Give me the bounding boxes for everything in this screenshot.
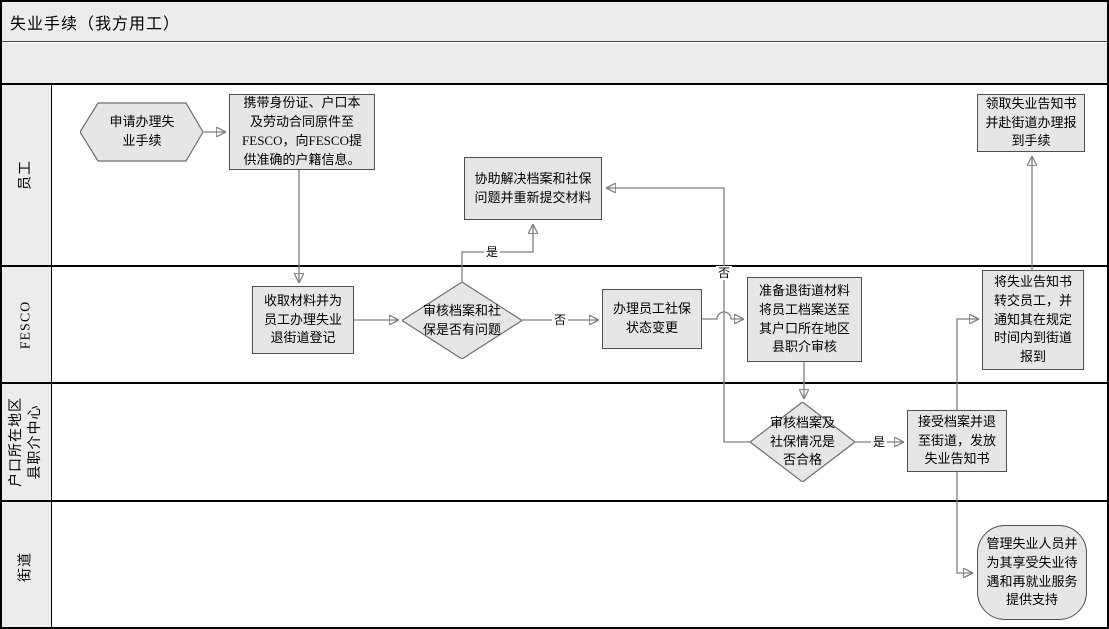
hexagon-shape	[80, 102, 204, 162]
transfer-notice-label: 将失业告知书 转交员工，并 通知其在规定 时间内到街道 报到	[993, 273, 1072, 365]
lane-header-street: 街道	[2, 502, 52, 627]
lane-fesco: FESCO	[2, 265, 1107, 382]
manage-unemployed-box: 管理失业人员并 为其享受失业待 遇和再就业服务 提供支持	[977, 525, 1087, 620]
assist-resolve-label: 协助解决档案和社保 问题并重新提交材料	[474, 170, 592, 205]
collect-materials-label: 收取材料并为 员工办理失业 退街道登记	[263, 292, 342, 346]
edge-label-no-2: 否	[716, 266, 732, 280]
social-status-box: 办理员工社保 状态变更	[602, 289, 702, 349]
accept-archive-label: 接受档案并退 至街道，发放 失业告知书	[917, 413, 996, 467]
assist-resolve-box: 协助解决档案和社保 问题并重新提交材料	[464, 157, 602, 220]
start-label: 申请办理失 业手续	[109, 114, 175, 148]
edge-label-no-1: 否	[552, 313, 568, 327]
lane-header-job-center: 户口所在地区 县职介中心	[2, 384, 52, 500]
review-qualify-label: 审核档案及 社保情况是 否合格	[769, 414, 835, 468]
edge-label-yes-1: 是	[484, 245, 500, 259]
review-issues-diamond: 审核档案和社 保是否有问题	[402, 282, 522, 359]
bring-documents-label: 携带身份证、户口本 及劳动合同原件至 FESCO，向FESCO提 供准确的户籍信…	[242, 95, 362, 167]
start-hexagon: 申请办理失 业手续	[80, 102, 204, 162]
lane-header-employee: 员工	[2, 85, 52, 265]
title-bar: 失业手续（我方用工）	[2, 2, 1107, 42]
lane-street: 街道	[2, 500, 1107, 627]
lane-header-fesco: FESCO	[2, 267, 52, 382]
accept-archive-box: 接受档案并退 至街道，发放 失业告知书	[907, 410, 1007, 472]
review-issues-label: 审核档案和社 保是否有问题	[422, 302, 501, 337]
flowchart-title: 失业手续（我方用工）	[10, 15, 181, 33]
prepare-materials-box: 准备退街道材料 将员工档案送至 其户口所在地区 县职介审核	[747, 277, 862, 362]
header-empty-band	[2, 43, 1107, 83]
receive-notice-label: 领取失业告知书 并赴街道办理报 到手续	[985, 95, 1077, 149]
receive-notice-box: 领取失业告知书 并赴街道办理报 到手续	[977, 94, 1085, 152]
transfer-notice-box: 将失业告知书 转交员工，并 通知其在规定 时间内到街道 报到	[982, 270, 1084, 370]
prepare-materials-label: 准备退街道材料 将员工档案送至 其户口所在地区 县职介审核	[758, 282, 850, 355]
diamond-shape	[750, 402, 855, 482]
edge-label-yes-2: 是	[871, 435, 887, 449]
collect-materials-box: 收取材料并为 员工办理失业 退街道登记	[252, 286, 354, 354]
bring-documents-box: 携带身份证、户口本 及劳动合同原件至 FESCO，向FESCO提 供准确的户籍信…	[229, 94, 375, 170]
manage-unemployed-label: 管理失业人员并 为其享受失业待 遇和再就业服务 提供支持	[986, 535, 1078, 608]
social-status-label: 办理员工社保 状态变更	[612, 301, 691, 335]
diamond-shape	[402, 282, 522, 359]
review-qualify-diamond: 审核档案及 社保情况是 否合格	[750, 402, 855, 482]
lane-label-street: 街道	[18, 551, 34, 582]
